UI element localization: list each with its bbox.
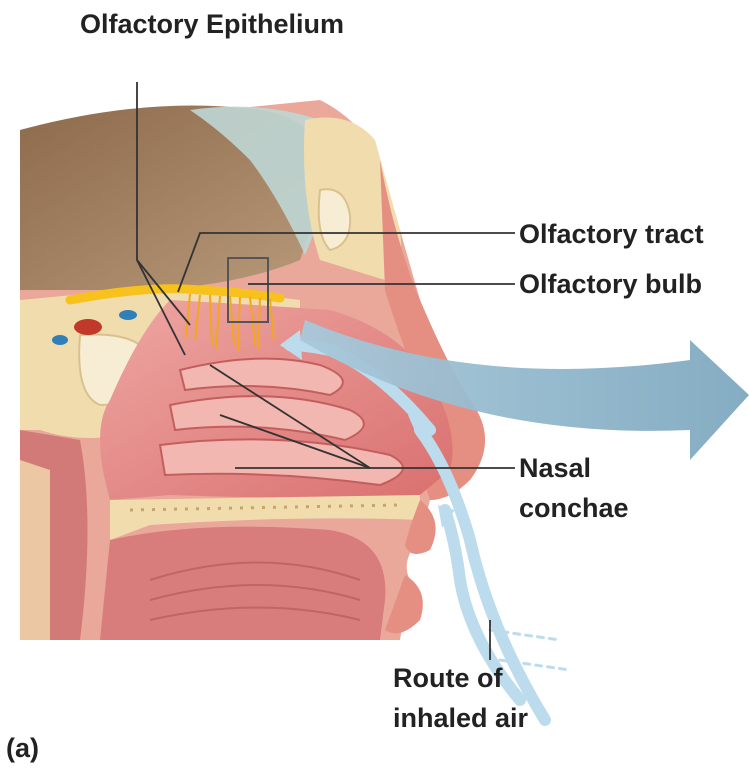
artery bbox=[74, 319, 102, 335]
label-olfactory-bulb: Olfactory bulb bbox=[519, 268, 702, 300]
vein-2 bbox=[119, 310, 137, 320]
label-nasal-conchae-line2: conchae bbox=[519, 492, 629, 524]
label-nasal-conchae-line1: Nasal bbox=[519, 452, 591, 484]
label-route-line1: Route of bbox=[393, 662, 502, 694]
panel-label: (a) bbox=[6, 732, 39, 764]
label-olfactory-tract: Olfactory tract bbox=[519, 218, 704, 250]
spine-bone bbox=[20, 460, 50, 640]
vein bbox=[52, 335, 68, 345]
label-olfactory-epithelium: Olfactory Epithelium bbox=[80, 8, 344, 40]
label-route-line2: inhaled air bbox=[393, 702, 528, 734]
tongue bbox=[100, 527, 385, 640]
